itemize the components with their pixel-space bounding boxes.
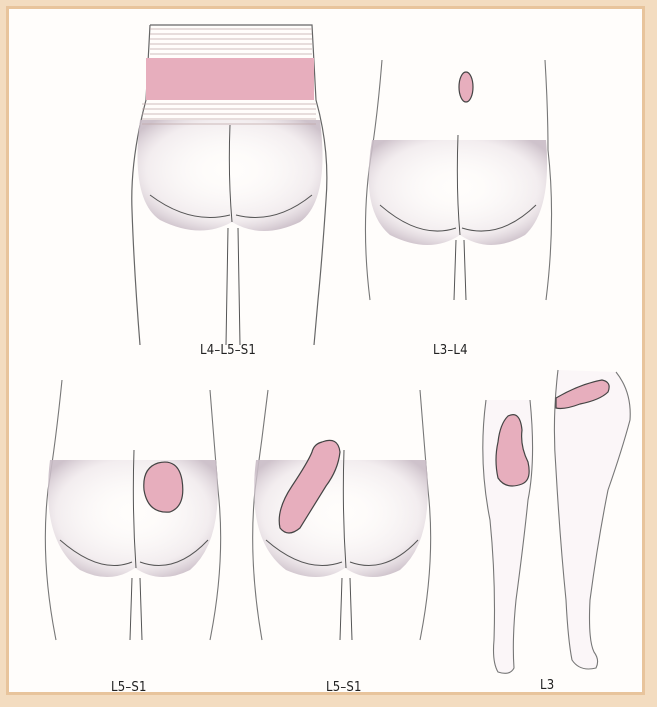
figure-l3 [483,370,630,673]
figure-l4-l5-s1 [132,25,327,345]
band-stripes-top [150,29,312,54]
label-l5-s1-left: L5–S1 [111,680,147,695]
pain-area-l3-l4 [459,72,473,102]
label-l3: L3 [540,678,554,693]
back-leg-outline [554,370,630,669]
pain-area-l5-s1-left [144,462,183,512]
label-l4-l5-s1: L4–L5–S1 [200,343,256,358]
figure-l3-l4 [365,60,551,300]
label-l5-s1-middle: L5–S1 [326,680,362,695]
label-l3-l4: L3–L4 [433,343,468,358]
figure-l5-s1-middle [253,390,431,640]
pain-band-l4-l5-s1 [146,58,314,100]
figure-l5-s1-left [45,380,220,640]
